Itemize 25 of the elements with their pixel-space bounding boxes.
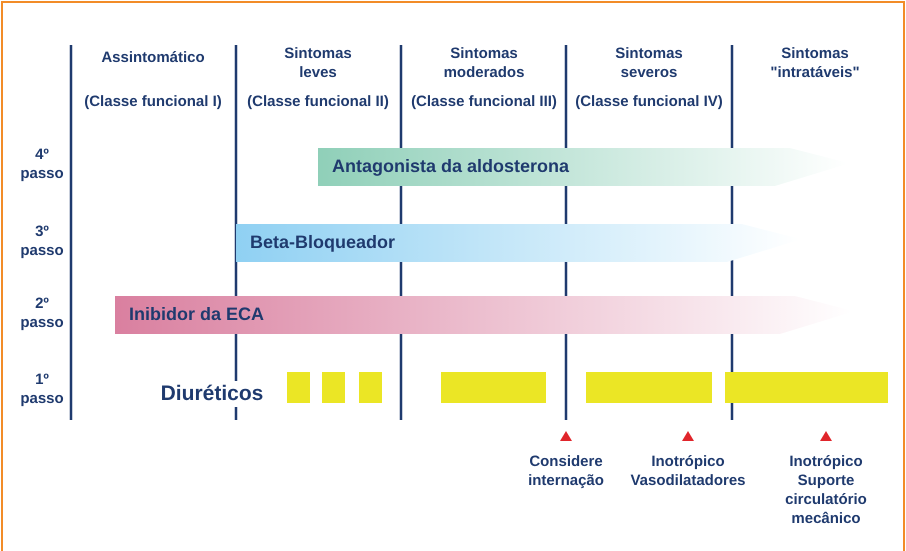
class-label: (Classe funcional III) — [410, 92, 558, 111]
class-label: (Classe funcional II) — [246, 92, 390, 111]
column-header: Sintomas severos — [614, 44, 684, 82]
step-label: 3º passo — [19, 222, 65, 260]
column-header: Sintomas "intratáveis" — [769, 44, 861, 82]
class-label: (Classe funcional I) — [83, 92, 223, 111]
note-text: Considere internação — [527, 452, 605, 490]
step-label: 1º passo — [19, 370, 65, 408]
note-text: Inotrópico Suporte circulatório mecânico — [784, 452, 868, 528]
step-label: 2º passo — [19, 294, 65, 332]
drug-label: Antagonista da aldosterona — [332, 156, 570, 177]
bar — [322, 372, 345, 403]
column-header: Sintomas leves — [283, 44, 353, 82]
bar — [441, 372, 546, 403]
step-label: 4º passo — [19, 145, 65, 183]
note-text: Inotrópico Vasodilatadores — [629, 452, 747, 490]
drug-label: Beta-Bloqueador — [250, 232, 396, 253]
bar — [586, 372, 712, 403]
class-label: (Classe funcional IV) — [574, 92, 724, 111]
drug-label: Inibidor da ECA — [129, 304, 264, 325]
bar — [359, 372, 382, 403]
bar — [287, 372, 310, 403]
bar — [725, 372, 888, 403]
column-header: Sintomas moderados — [442, 44, 526, 82]
column-header: Assintomático — [100, 48, 206, 67]
